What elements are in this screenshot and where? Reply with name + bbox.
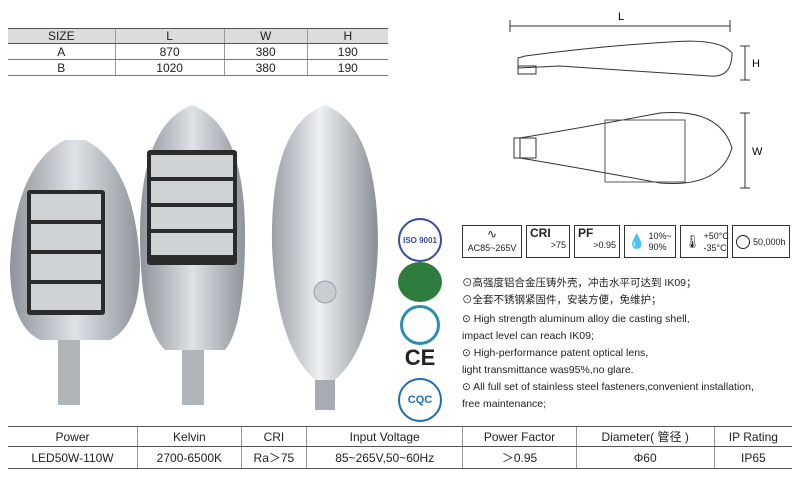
cri-value: >75 (550, 240, 566, 250)
iso-label: ISO 9001 (403, 235, 437, 245)
spec-table-header: Power Kelvin CRI Input Voltage Power Fac… (8, 426, 792, 447)
ac-wave-icon: ∿ (486, 227, 498, 241)
size-header-cell: W (223, 28, 308, 44)
size-cell: 190 (306, 59, 388, 76)
cqc-label: CQC (407, 394, 433, 406)
lifetime-badge: 50,000h (732, 225, 790, 258)
spec-value-cell: Φ60 (575, 446, 715, 469)
size-cell: 870 (114, 43, 225, 60)
table-row: A 870 380 190 (8, 43, 388, 60)
iso-logo-icon: ISO 9001 (398, 218, 442, 262)
spec-header-cell: Power (8, 426, 138, 447)
spec-value-cell: IP65 (713, 446, 792, 469)
lifetime-label: 50,000h (753, 236, 786, 247)
ce-logo-icon: CE (404, 345, 436, 370)
lamp-front-small (10, 140, 140, 405)
clock-icon (736, 234, 750, 249)
temp-high: +50°C (703, 230, 729, 241)
feature-line: ⊙ High-performance patent optical lens, (462, 347, 649, 359)
voltage-badge: ∿ AC85~265V (462, 225, 522, 258)
cqc-logo-icon: CQC (398, 378, 442, 422)
temp-low: -35°C (703, 242, 727, 253)
size-header-cell: H (306, 28, 388, 44)
table-row: B 1020 380 190 (8, 59, 388, 76)
spec-value-cell: 2700-6500K (136, 446, 242, 469)
dimension-drawings: L H W (509, 11, 763, 189)
size-cell: A (8, 43, 116, 60)
water-drop-icon: 💧 (628, 233, 646, 249)
feature-line: ⊙高强度铝合金压铸外壳，冲击水平可达到 IK09； (462, 277, 697, 289)
size-header-cell: L (114, 28, 225, 44)
size-cell: B (8, 59, 116, 76)
product-photos (10, 105, 378, 410)
size-table-header: SIZE L W H (8, 28, 388, 44)
spec-header-cell: Power Factor (462, 426, 577, 447)
lamp-front-large (140, 105, 245, 405)
spec-header-cell: Input Voltage (306, 426, 463, 447)
green-certificate-icon (398, 262, 442, 302)
spec-header-cell: Diameter( 管径 ) (575, 426, 715, 447)
size-table: SIZE L W H A 870 380 190 B 1020 380 190 (8, 28, 388, 76)
lamp-back (271, 105, 378, 410)
spec-value-cell: ＞0.95 (462, 446, 577, 469)
spec-table: Power Kelvin CRI Input Voltage Power Fac… (8, 426, 792, 469)
spec-header-cell: CRI (240, 426, 307, 447)
size-cell: 380 (223, 43, 308, 60)
pf-title: PF (578, 226, 594, 240)
dim-width-label: W (752, 146, 763, 158)
size-header-cell: SIZE (8, 28, 116, 44)
feature-line: ⊙ All full set of stainless steel fasten… (462, 381, 754, 393)
size-cell: 190 (306, 43, 388, 60)
table-row: LED50W-110W 2700-6500K Ra＞75 85~265V,50~… (8, 446, 792, 469)
feature-line: ⊙ High strength aluminum alloy die casti… (462, 313, 690, 325)
feature-line: light transmittance was95%,no glare. (462, 364, 634, 376)
pf-badge: PF >0.95 (574, 225, 620, 258)
size-cell: 1020 (114, 59, 225, 76)
pf-value: >0.95 (593, 240, 616, 250)
dim-height-label: H (752, 58, 760, 70)
thermometer-icon: 🌡 (684, 233, 701, 249)
feature-line: impact level can reach IK09; (462, 330, 594, 342)
spec-value-cell: LED50W-110W (8, 446, 138, 469)
feature-line: ⊙全套不锈钢紧固件，安装方便，免维护； (462, 294, 662, 306)
spec-header-cell: Kelvin (136, 426, 242, 447)
cri-badge: CRI >75 (526, 225, 570, 258)
humidity-label: 10%~ 90% (648, 230, 672, 252)
temperature-badge: 🌡 +50°C -35°C (680, 225, 729, 258)
spec-value-cell: 85~265V,50~60Hz (306, 446, 463, 469)
dim-length-label: L (618, 11, 624, 23)
blue-certificate-icon (400, 305, 440, 345)
size-cell: 380 (223, 59, 308, 76)
spec-header-cell: IP Rating (713, 426, 792, 447)
humidity-badge: 💧 10%~ 90% (624, 225, 676, 258)
voltage-label: AC85~265V (467, 243, 517, 253)
spec-value-cell: Ra＞75 (240, 446, 307, 469)
cri-title: CRI (530, 226, 551, 240)
feature-line: free maintenance; (462, 398, 547, 410)
